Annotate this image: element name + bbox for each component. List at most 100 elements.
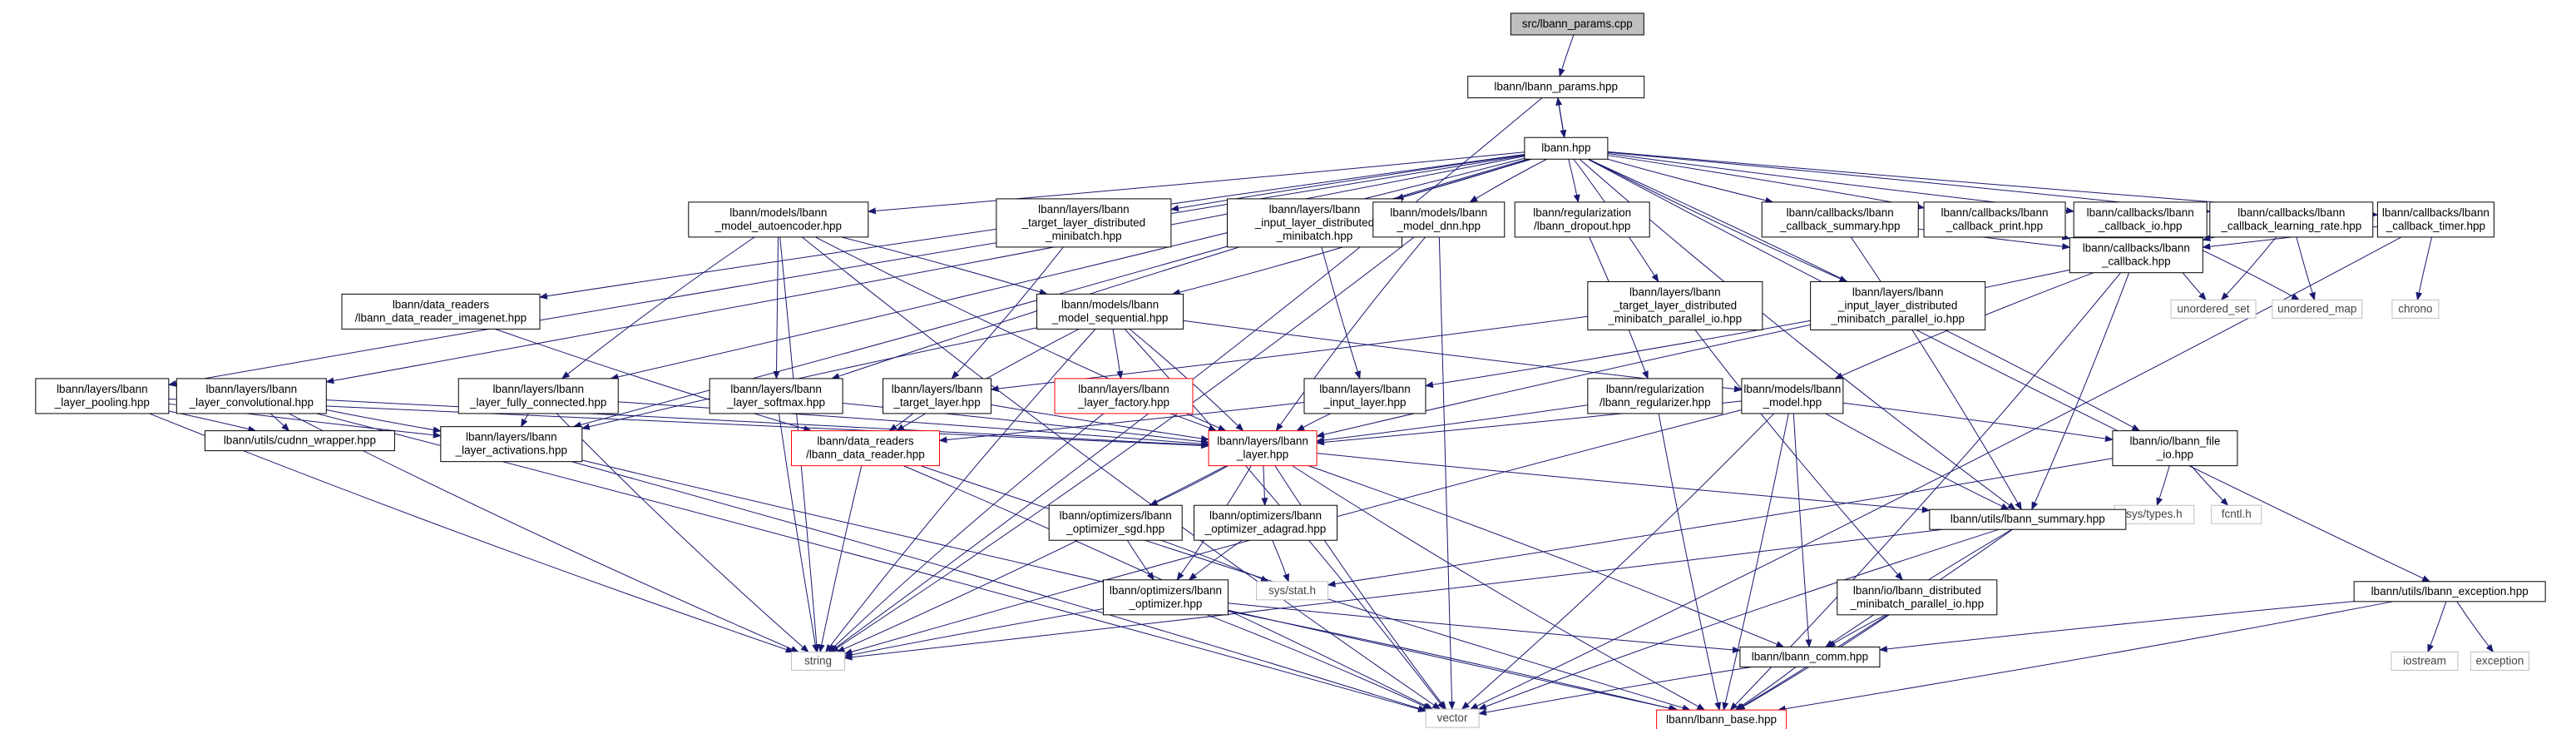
- node-label: lbann/layers/lbann: [1629, 285, 1721, 298]
- node-label: lbann/callbacks/lbann: [2087, 206, 2194, 219]
- node-factory[interactable]: lbann/layers/lbann_layer_factory.hpp: [1054, 378, 1194, 414]
- node-cb_print[interactable]: lbann/callbacks/lbann_callback_print.hpp: [1923, 201, 2066, 238]
- node-box: [1372, 201, 1506, 238]
- edge-exception-to-comm: [1878, 601, 2355, 652]
- node-base[interactable]: lbann/lbann_base.hpp: [1656, 709, 1787, 729]
- node-box: [1810, 280, 1986, 330]
- edge-exception-to-exception_sys: [2456, 601, 2494, 653]
- node-box: [1929, 508, 2127, 530]
- edge-factory-to-layer: [1169, 413, 1218, 432]
- node-autoenc[interactable]: lbann/models/lbann_model_autoencoder.hpp: [688, 201, 869, 238]
- node-callback[interactable]: lbann/callbacks/lbann_callback.hpp: [2069, 237, 2203, 274]
- node-comm[interactable]: lbann/lbann_comm.hpp: [1739, 646, 1881, 667]
- node-imagenet[interactable]: lbann/data_readers/lbann_data_reader_ima…: [341, 293, 541, 330]
- node-cb_timer[interactable]: lbann/callbacks/lbann_callback_timer.hpp: [2376, 201, 2494, 238]
- node-label: src/lbann_params.cpp: [1522, 17, 1633, 30]
- node-label: _io.hpp: [2156, 449, 2193, 461]
- node-target_layer[interactable]: lbann/layers/lbann_target_layer.hpp: [883, 378, 992, 414]
- edge-dist_pio-to-comm: [1827, 614, 1886, 647]
- node-label: fcntl.h: [2222, 508, 2252, 520]
- edge-comm-to-base: [1734, 667, 1797, 711]
- node-label: /lbann_data_reader_imagenet.hpp: [355, 311, 527, 324]
- node-dropout[interactable]: lbann/regularization/lbann_dropout.hpp: [1514, 201, 1650, 238]
- node-sequential[interactable]: lbann/models/lbann_model_sequential.hpp: [1036, 293, 1184, 330]
- edge-sequential-to-string: [825, 329, 1096, 653]
- node-cb_lr[interactable]: lbann/callbacks/lbann_callback_learning_…: [2209, 201, 2374, 238]
- node-root[interactable]: src/lbann_params.cpp: [1510, 12, 1644, 36]
- node-label: _optimizer_sgd.hpp: [1066, 523, 1164, 535]
- node-box: [790, 651, 845, 671]
- node-exception[interactable]: lbann/utils/lbann_exception.hpp: [2353, 581, 2546, 603]
- edge-layer-to-base: [1292, 465, 1706, 711]
- node-label: unordered_map: [2277, 302, 2356, 315]
- node-fully[interactable]: lbann/layers/lbann_layer_fully_connected…: [457, 378, 619, 414]
- node-label: lbann/utils/lbann_exception.hpp: [2371, 585, 2529, 598]
- node-activations[interactable]: lbann/layers/lbann_layer_activations.hpp: [440, 426, 583, 463]
- edge-ttl_dm-to-target_layer: [951, 246, 1064, 379]
- node-regularizer[interactable]: lbann/regularization/lbann_regularizer.h…: [1587, 378, 1723, 414]
- node-label: _callback_print.hpp: [1946, 220, 2043, 232]
- node-label: lbann/optimizers/lbann: [1110, 584, 1222, 597]
- node-label: lbann.hpp: [1541, 141, 1590, 154]
- edge-file_io-to-fcntl: [2191, 465, 2229, 506]
- node-label: _layer.hpp: [1236, 449, 1288, 461]
- edge-model-to-vector: [1461, 413, 1775, 710]
- node-pooling[interactable]: lbann/layers/lbann_layer_pooling.hpp: [35, 378, 170, 414]
- node-label: lbann/layers/lbann: [466, 431, 557, 444]
- edge-optimizer-to-vector: [1207, 614, 1431, 710]
- node-box: [2073, 201, 2208, 238]
- node-data_reader[interactable]: lbann/data_readers/lbann_data_reader.hpp: [790, 430, 940, 467]
- node-label: _layer_convolutional.hpp: [189, 396, 314, 409]
- node-layer[interactable]: lbann/layers/lbann_layer.hpp: [1208, 430, 1318, 467]
- node-lbann_hpp[interactable]: lbann.hpp: [1524, 136, 1609, 160]
- node-string: string: [790, 651, 845, 671]
- node-optimizer[interactable]: lbann/optimizers/lbann_optimizer.hpp: [1102, 579, 1229, 616]
- node-box: [2391, 299, 2440, 319]
- node-conv[interactable]: lbann/layers/lbann_layer_convolutional.h…: [176, 378, 327, 414]
- edge-dnn-to-vector: [1438, 236, 1456, 711]
- node-file_io[interactable]: lbann/io/lbann_file_io.hpp: [2112, 430, 2238, 467]
- node-cb_io[interactable]: lbann/callbacks/lbann_callback_io.hpp: [2073, 201, 2208, 238]
- node-label: lbann/layers/lbann: [1217, 435, 1308, 448]
- edge-itl_dm-to-input_layer: [1321, 246, 1361, 379]
- edge-lbann_hpp-to-softmax: [831, 158, 1532, 379]
- edge-lbann_hpp-to-cb_print: [1607, 155, 1925, 211]
- node-chrono: chrono: [2391, 299, 2440, 319]
- node-opt_sgd[interactable]: lbann/optimizers/lbann_optimizer_sgd.hpp: [1048, 504, 1183, 541]
- node-ttl_dm[interactable]: lbann/layers/lbann_target_layer_distribu…: [996, 198, 1172, 248]
- node-box: [2470, 651, 2529, 671]
- edge-lbann_hpp-to-ttl_dm: [1169, 154, 1525, 212]
- node-input_layer[interactable]: lbann/layers/lbann_input_layer.hpp: [1303, 378, 1426, 414]
- edge-lbann_hpp-to-params_hpp: [1555, 97, 1565, 138]
- node-cudnn[interactable]: lbann/utils/cudnn_wrapper.hpp: [204, 430, 395, 452]
- edge-optimizer-to-string: [843, 608, 1104, 658]
- node-label: _model_dnn.hpp: [1396, 220, 1481, 232]
- node-dist_pio[interactable]: lbann/io/lbann_distributed_minibatch_par…: [1837, 579, 1998, 616]
- edge-activations-to-vector: [571, 461, 1427, 712]
- edge-root-to-params_hpp: [1558, 34, 1575, 77]
- edge-layer-to-vector: [1274, 465, 1446, 710]
- edge-model-to-file_io: [1842, 402, 2114, 443]
- node-cb_summary[interactable]: lbann/callbacks/lbann_callback_summary.h…: [1761, 201, 1919, 238]
- node-opt_adagrad[interactable]: lbann/optimizers/lbann_optimizer_adagrad…: [1194, 504, 1338, 541]
- node-label: lbann/models/lbann: [1390, 206, 1487, 219]
- node-summary[interactable]: lbann/utils/lbann_summary.hpp: [1929, 508, 2127, 530]
- edge-model-to-base: [1722, 413, 1789, 712]
- node-softmax[interactable]: lbann/layers/lbann_layer_softmax.hpp: [709, 378, 843, 414]
- node-label: _minibatch_parallel_io.hpp: [1849, 598, 1984, 610]
- node-ttl_dmpio[interactable]: lbann/layers/lbann_target_layer_distribu…: [1587, 280, 1763, 330]
- node-label: _target_layer_distributed: [1613, 299, 1738, 311]
- edge-lbann_hpp-to-dnn: [1469, 158, 1547, 203]
- node-dnn[interactable]: lbann/models/lbann_model_dnn.hpp: [1372, 201, 1506, 238]
- node-label: _optimizer_adagrad.hpp: [1204, 523, 1327, 535]
- node-box: [1467, 76, 1645, 99]
- edge-opt_sgd-to-sys_stat: [1160, 539, 1269, 583]
- node-itl_dmpio[interactable]: lbann/layers/lbann_input_layer_distribut…: [1810, 280, 1986, 330]
- edge-lbann_hpp-to-itl_dmpio: [1589, 158, 1848, 282]
- node-model[interactable]: lbann/models/lbann_model.hpp: [1741, 378, 1844, 414]
- node-params_hpp[interactable]: lbann/lbann_params.hpp: [1467, 76, 1645, 99]
- node-box: [1761, 201, 1919, 238]
- node-label: _callback_timer.hpp: [2386, 220, 2485, 232]
- node-label: lbann/layers/lbann: [1038, 203, 1130, 216]
- edge-optimizer-to-comm: [1228, 603, 1741, 653]
